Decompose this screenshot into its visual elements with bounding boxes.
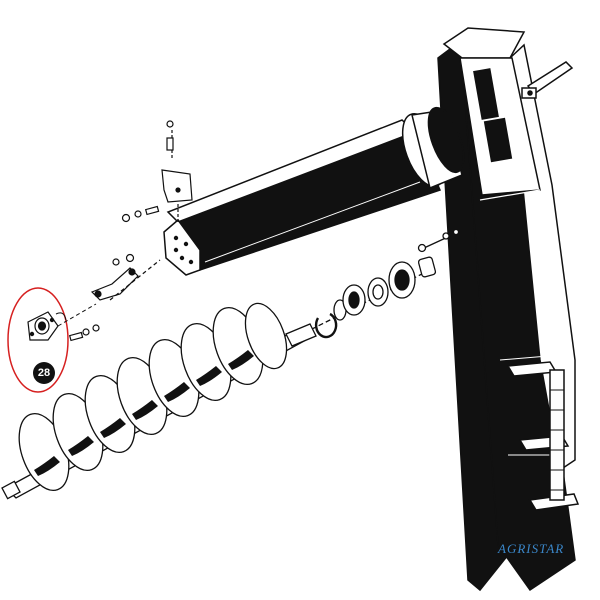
auger-tube — [163, 106, 465, 276]
mounting-bracket-assembly — [121, 120, 193, 223]
snap-ring — [314, 312, 338, 339]
flange-bearing-part — [27, 311, 59, 341]
part-number-badge[interactable]: 28 — [33, 362, 55, 384]
brand-watermark: AGRISTAR — [498, 541, 565, 556]
part-number-text: 28 — [37, 367, 51, 379]
linkage-arm — [90, 267, 139, 301]
elevator-housing — [437, 27, 580, 592]
highlight-ring — [7, 287, 69, 393]
auger-tube-body-top — [166, 119, 417, 223]
linkage-arm-assembly — [90, 253, 161, 301]
bearing-stack — [289, 228, 460, 341]
highlighted-part-28[interactable] — [7, 287, 100, 393]
auger-screw — [1, 302, 317, 500]
elevator-top-cap — [442, 27, 526, 59]
mounting-bracket — [161, 169, 193, 203]
auger-flights — [18, 302, 288, 491]
drive-bracket — [521, 61, 574, 99]
